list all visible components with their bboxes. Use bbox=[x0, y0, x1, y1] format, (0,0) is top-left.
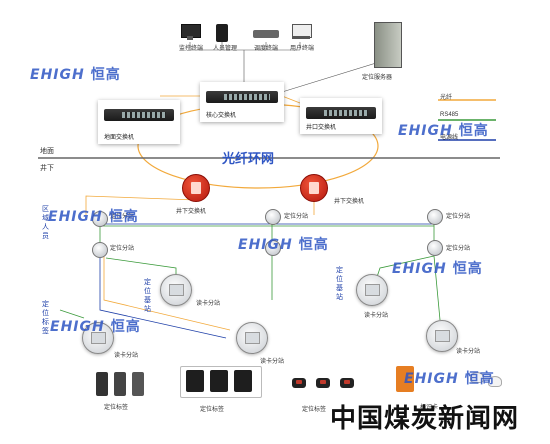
bottom-label-2: 定位标签 bbox=[302, 407, 327, 413]
cap-lamp-icon-3 bbox=[234, 370, 252, 392]
legend-rs485: RS485 bbox=[440, 112, 459, 118]
surface-layer-label: 地面 bbox=[40, 148, 54, 155]
terminal-label-3: 用户终端 bbox=[290, 46, 315, 52]
node-right-top-label: 定位分站 bbox=[446, 214, 471, 220]
node-right-mid bbox=[427, 240, 443, 256]
underground-switch-2-label: 井下交换机 bbox=[334, 199, 365, 205]
side-label-mid-right: 定位基站 bbox=[336, 267, 343, 301]
reader-e bbox=[426, 320, 458, 352]
node-center-mid bbox=[265, 240, 281, 256]
positioning-server-icon bbox=[374, 22, 402, 68]
right-switch-label: 井口交换机 bbox=[306, 125, 337, 131]
legend-fiber: 光纤 bbox=[440, 95, 453, 101]
reader-b bbox=[356, 274, 388, 306]
tag-icon-2 bbox=[316, 378, 330, 388]
ground-switch-label: 地面交换机 bbox=[104, 135, 135, 141]
reader-b-label: 读卡分站 bbox=[364, 313, 389, 319]
underground-switch-2-icon bbox=[300, 174, 328, 202]
handheld-icon-3 bbox=[132, 372, 144, 396]
terminal-label-2: 调度终端 bbox=[254, 46, 279, 52]
helmet-icon-2 bbox=[488, 376, 502, 387]
side-label-mid-left: 定位基站 bbox=[144, 279, 151, 313]
monitor-terminal-icon bbox=[181, 24, 201, 40]
reader-c bbox=[82, 322, 114, 354]
node-left-mid-label: 定位分站 bbox=[110, 246, 135, 252]
router-icon bbox=[253, 30, 279, 38]
reader-d bbox=[236, 322, 268, 354]
reader-d-label: 读卡分站 bbox=[260, 359, 285, 365]
reader-e-label: 读卡分站 bbox=[456, 349, 481, 355]
underground-layer-label: 井下 bbox=[40, 165, 54, 172]
underground-switch-1-icon bbox=[182, 174, 210, 202]
cap-lamp-icon-1 bbox=[186, 370, 204, 392]
reader-a-label: 读卡分站 bbox=[196, 301, 221, 307]
right-switch: 井口交换机 bbox=[300, 98, 382, 134]
node-right-mid-label: 定位分站 bbox=[446, 246, 471, 252]
core-switch-label: 核心交换机 bbox=[206, 113, 237, 119]
tag-icon-3 bbox=[340, 378, 354, 388]
helmet-icon-1 bbox=[470, 372, 484, 383]
laptop-icon bbox=[292, 24, 312, 40]
node-left-top-label: 定位分站 bbox=[110, 214, 135, 220]
core-switch: 核心交换机 bbox=[200, 82, 284, 122]
handheld-icon-2 bbox=[114, 372, 126, 396]
legend-power: 电源线 bbox=[440, 135, 459, 141]
reader-a bbox=[160, 274, 192, 306]
tag-icon-1 bbox=[292, 378, 306, 388]
ground-switch: 地面交换机 bbox=[98, 100, 180, 144]
ring-title: 光纤环网 bbox=[222, 152, 275, 167]
node-left-mid bbox=[92, 242, 108, 258]
node-right-top bbox=[427, 209, 443, 225]
side-label-left-top: 区域人员 bbox=[42, 206, 49, 240]
side-label-left-bottom: 定位标签 bbox=[42, 301, 49, 335]
server-label: 定位服务器 bbox=[362, 75, 393, 81]
terminal-label-0: 监控终端 bbox=[179, 46, 204, 52]
server-tower-icon bbox=[216, 24, 228, 42]
bottom-label-0: 定位标签 bbox=[104, 405, 129, 411]
cap-lamp-icon-2 bbox=[210, 370, 228, 392]
bottom-label-1: 定位标签 bbox=[200, 407, 225, 413]
node-center-top bbox=[265, 209, 281, 225]
portable-alarm-icon bbox=[396, 366, 414, 392]
handheld-icon-1 bbox=[96, 372, 108, 396]
terminal-label-1: 人员管理 bbox=[213, 46, 238, 52]
node-center-top-label: 定位分站 bbox=[284, 214, 309, 220]
node-left-top bbox=[92, 211, 108, 227]
underground-switch-1-label: 井下交换机 bbox=[176, 209, 207, 215]
footer-brand: 中国煤炭新闻网 bbox=[330, 404, 520, 434]
reader-c-label: 读卡分站 bbox=[114, 353, 139, 359]
bottom-label-3: 标识卡 bbox=[420, 405, 439, 411]
